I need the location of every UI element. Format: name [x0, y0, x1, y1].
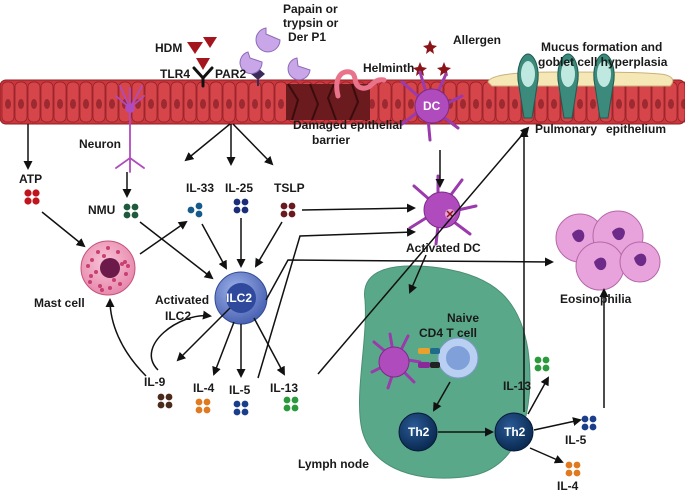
damaged-epithelium [286, 83, 370, 121]
il25-label: IL-25 [225, 181, 253, 195]
eosinophil-cluster-icon [555, 210, 661, 291]
neuron-icon [115, 85, 145, 173]
activated-ilc2-label-line2: ILC2 [165, 309, 191, 323]
il4-th2-molecules-icon [565, 461, 581, 477]
tlr4-label: TLR4 [160, 67, 190, 81]
atp-molecules-icon [24, 189, 40, 205]
il33-label: IL-33 [186, 181, 214, 195]
tlr4-receptor-icon [192, 66, 214, 88]
mast-cell-icon [80, 240, 136, 296]
helminth-icon [334, 69, 387, 99]
helminth-label: Helminth [363, 61, 414, 75]
lymph-node-label: Lymph node [298, 457, 369, 471]
pathway-arrows [23, 123, 609, 464]
th2-label-lymph-node: Th2 [408, 425, 430, 439]
dc-label: DC [423, 99, 441, 113]
mast-cell-label: Mast cell [34, 296, 85, 310]
mucus-label-line2: goblet cell hyperplasia [538, 55, 668, 69]
hdm-label: HDM [155, 41, 182, 55]
il9-label: IL-9 [144, 375, 166, 389]
il5-label: IL-5 [229, 383, 251, 397]
papain-label-line3: Der P1 [288, 30, 326, 44]
papain-label-line1: Papain or [283, 2, 338, 16]
nmu-label: NMU [88, 203, 115, 217]
eosinophilia-label: Eosinophilia [560, 292, 632, 306]
th2-cell-lymph-node [398, 412, 438, 452]
il13-th2-molecules-icon [534, 356, 550, 372]
il5-th2-label: IL-5 [565, 433, 587, 447]
activated-dc-icon [408, 174, 478, 246]
nmu-molecules-icon [123, 203, 139, 219]
il4-label: IL-4 [193, 381, 215, 395]
il13-label: IL-13 [270, 381, 298, 395]
tslp-label: TSLP [274, 181, 305, 195]
pulmonary-label: Pulmonary [535, 122, 597, 136]
il9-molecules-icon [157, 393, 173, 409]
th2-label-effector: Th2 [504, 425, 526, 439]
il4-th2-label: IL-4 [557, 479, 579, 491]
il5-molecules-icon [233, 400, 249, 416]
epithelium-label: epithelium [606, 122, 666, 136]
th2-cell-effector [494, 412, 534, 452]
protease-icon [239, 27, 311, 81]
atp-label: ATP [19, 172, 42, 186]
il4-molecules-icon [195, 398, 211, 414]
allergen-label: Allergen [453, 33, 501, 47]
il5-th2-molecules-icon [581, 415, 597, 431]
par2-label: PAR2 [215, 67, 246, 81]
damaged-barrier-label-line2: barrier [312, 133, 350, 147]
activated-dc-label: Activated DC [406, 241, 481, 255]
lymph-node-dc-icon [370, 332, 422, 390]
damaged-barrier-label-line1: Damaged epithelial [293, 118, 402, 132]
allergen-particles-icon [413, 40, 451, 76]
dendritic-cell-icon [400, 70, 464, 142]
activated-ilc2-label-line1: Activated [155, 293, 209, 307]
neuron-label: Neuron [79, 137, 121, 151]
naive-t-cell-label-line2: CD4 T cell [419, 326, 477, 340]
naive-t-cell-label-line1: Naive [447, 311, 479, 325]
il33-molecules-icon [187, 202, 203, 218]
goblet-cells [517, 53, 615, 119]
il13-th2-label: IL-13 [503, 379, 531, 393]
il25-molecules-icon [233, 198, 249, 214]
il13-molecules-icon [283, 396, 299, 412]
naive-t-cell-icon [437, 337, 479, 379]
mucus-label-line1: Mucus formation and [541, 40, 662, 54]
ilc2-label: ILC2 [226, 291, 252, 305]
mucus-layer [487, 71, 674, 87]
papain-label-line2: trypsin or [283, 16, 339, 30]
mhc-tcr-contact-icon [418, 348, 440, 368]
hdm-allergen-icon [187, 37, 217, 70]
tslp-molecules-icon [280, 202, 296, 218]
